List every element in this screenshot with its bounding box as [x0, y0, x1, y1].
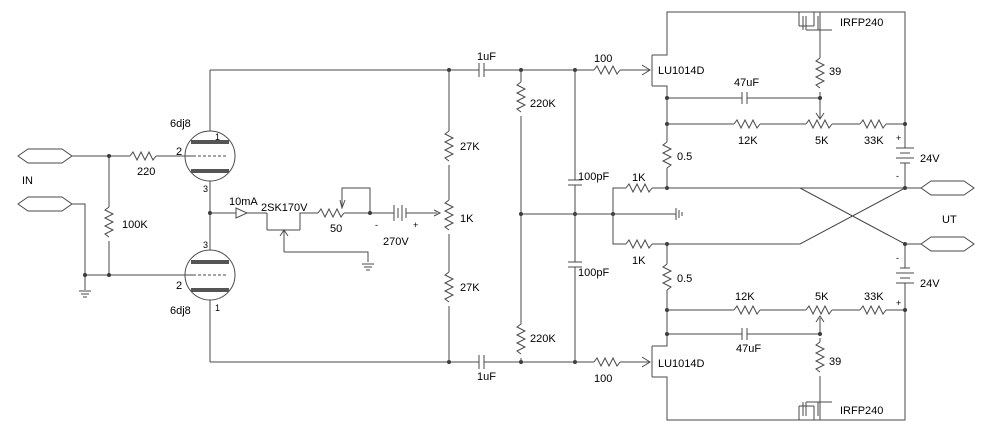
gate-top-label: 100 [594, 53, 612, 65]
bias-top-label: 220K [530, 98, 556, 110]
cap-top-label: 1uF [477, 51, 496, 63]
cap47-bottom-label: 47uF [736, 343, 761, 355]
gate-bottom-label: 100 [594, 373, 612, 385]
rs-top-label: 0.5 [677, 151, 692, 163]
battery-top-minus: - [896, 171, 899, 181]
rs-bottom-label: 0.5 [677, 273, 692, 285]
r12k-bottom-label: 12K [735, 291, 755, 303]
filter-bottom-label: 100pF [578, 267, 609, 279]
cap47-top-label: 47uF [734, 77, 759, 89]
tube-bottom-pin-1: 1 [215, 303, 220, 313]
divider-pot-label: 1K [460, 213, 474, 225]
cap-bottom-label: 1uF [477, 371, 496, 383]
fb-bottom-label: 1K [632, 255, 646, 267]
fet-bottom-label: LU1014D [658, 358, 705, 370]
battery-24v-top [896, 140, 914, 187]
battery-270v [388, 205, 437, 221]
battery-label: 270V [383, 236, 409, 248]
mosfet-irfp240-top [798, 12, 832, 38]
r33k-top-label: 33K [864, 135, 884, 147]
r33k-bottom-label: 33K [864, 291, 884, 303]
tube-bottom-name: 6dj8 [170, 305, 191, 317]
output-label: UT [942, 214, 957, 226]
ground-symbol [79, 290, 91, 298]
tube-top-pin-1: 1 [215, 132, 220, 142]
output-connector-bottom [920, 236, 975, 252]
tube-top [184, 70, 236, 250]
tube-top-pin-3: 3 [203, 184, 208, 194]
tube-bottom-pin-2: 2 [176, 280, 182, 292]
r39-bottom-label: 39 [829, 356, 841, 368]
fet-lu1014d-top [651, 11, 906, 140]
mosfet-bottom-label: IRFP240 [840, 405, 883, 417]
divider-lower-label: 27K [460, 282, 480, 294]
battery-bottom-plus: + [896, 298, 901, 308]
tube-bottom [184, 249, 236, 362]
fb-top-label: 1K [632, 172, 646, 184]
battery-top-label: 24V [920, 153, 940, 165]
ground-symbol [675, 208, 683, 220]
pot5k-top-label: 5K [815, 135, 829, 147]
battery-bottom-label: 24V [920, 278, 940, 290]
resistor-220-label: 220 [137, 166, 155, 178]
filter-top-label: 100pF [578, 171, 609, 183]
ground-symbol [362, 263, 374, 271]
fet-lu1014d-bottom [651, 298, 906, 421]
battery-bottom-minus: - [896, 253, 899, 263]
divider-upper-label: 27K [460, 141, 480, 153]
battery-minus: - [375, 220, 378, 230]
current-label: 10mA [229, 196, 258, 208]
battery-24v-bottom [896, 244, 914, 298]
bias-bottom-label: 220K [530, 333, 556, 345]
mosfet-top-label: IRFP240 [840, 17, 883, 29]
jfet-2sk170 [266, 213, 300, 252]
output-connector-top [920, 180, 975, 196]
cap-1uf-top [472, 63, 575, 77]
r39-top-label: 39 [829, 66, 841, 78]
r12k-top-label: 12K [738, 135, 758, 147]
trim-label: 50 [330, 223, 342, 235]
resistor-100k-label: 100K [122, 219, 148, 231]
battery-plus: + [413, 220, 418, 230]
current-source-arrow [235, 207, 249, 219]
tube-top-pin-2: 2 [176, 146, 182, 158]
pot5k-bottom-label: 5K [815, 291, 829, 303]
input-connector-signal [17, 148, 73, 164]
cap-1uf-bottom [472, 355, 575, 369]
battery-top-plus: + [896, 133, 901, 143]
tube-top-name: 6dj8 [170, 118, 191, 130]
fet-top-label: LU1014D [658, 65, 705, 77]
jfet-label: 2SK170V [261, 202, 308, 214]
input-label: IN [22, 175, 33, 187]
mosfet-irfp240-bottom [798, 394, 832, 420]
input-connector-ground [17, 196, 73, 212]
tube-bottom-pin-3: 3 [203, 240, 208, 250]
